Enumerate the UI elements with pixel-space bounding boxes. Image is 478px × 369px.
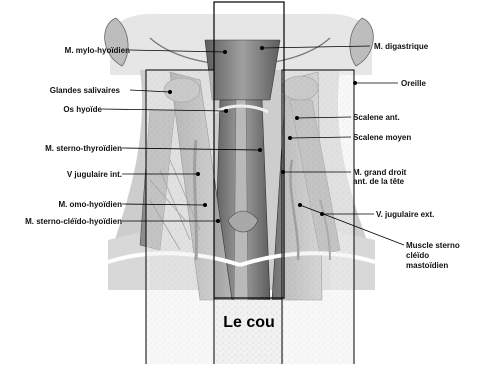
leader-scalene-moy-dot [288,136,291,139]
leader-omo-dot [203,203,206,206]
label-oreille: Oreille [401,79,426,88]
label-scalene-moyen: Scalene moyen [353,133,411,142]
label-sterno-thyroidien: M. sterno-thyroïdien [45,144,122,153]
leader-oreille-dot [353,81,356,84]
leader-hyoid-dot [224,109,227,112]
label-scalene-ant: Scalene ant. [353,113,400,122]
label-mylo-hyoidien: M. mylo-hyoïdien [65,46,130,55]
diagram-title: Le cou [214,314,284,332]
leader-scm-hyo-dot [216,219,219,222]
label-scm-line2: cléïdo [406,251,429,260]
leader-mylo-dot [223,50,226,53]
label-v-jugulaire-ext: V. jugulaire ext. [376,210,434,219]
label-grand-droit-line2: ant. de la tête [353,177,404,186]
leader-gland-dot [168,90,171,93]
label-scm-line1: Muscle sterno [406,241,460,250]
leader-scm-dot [298,203,301,206]
label-glandes-salivaires: Glandes salivaires [50,86,120,95]
leader-vjug-int-dot [196,172,199,175]
leader-sterno-thyr-dot [258,148,261,151]
label-scm-line3: mastoïdien [406,261,448,270]
leader-grand-droit-dot [281,170,284,173]
label-sterno-cleido-hyoidien: M. sterno-cléïdo-hyoïdien [25,217,122,226]
label-v-jugulaire-int: V jugulaire int. [67,170,122,179]
label-grand-droit-line1: M. grand droit [353,168,406,177]
label-omo-hyoidien: M. omo-hyoïdien [58,200,122,209]
label-digastrique: M. digastrique [374,42,428,51]
leader-digastric-dot [260,46,263,49]
leader-scalene-ant-dot [295,116,298,119]
label-os-hyoide: Os hyoïde [63,105,102,114]
